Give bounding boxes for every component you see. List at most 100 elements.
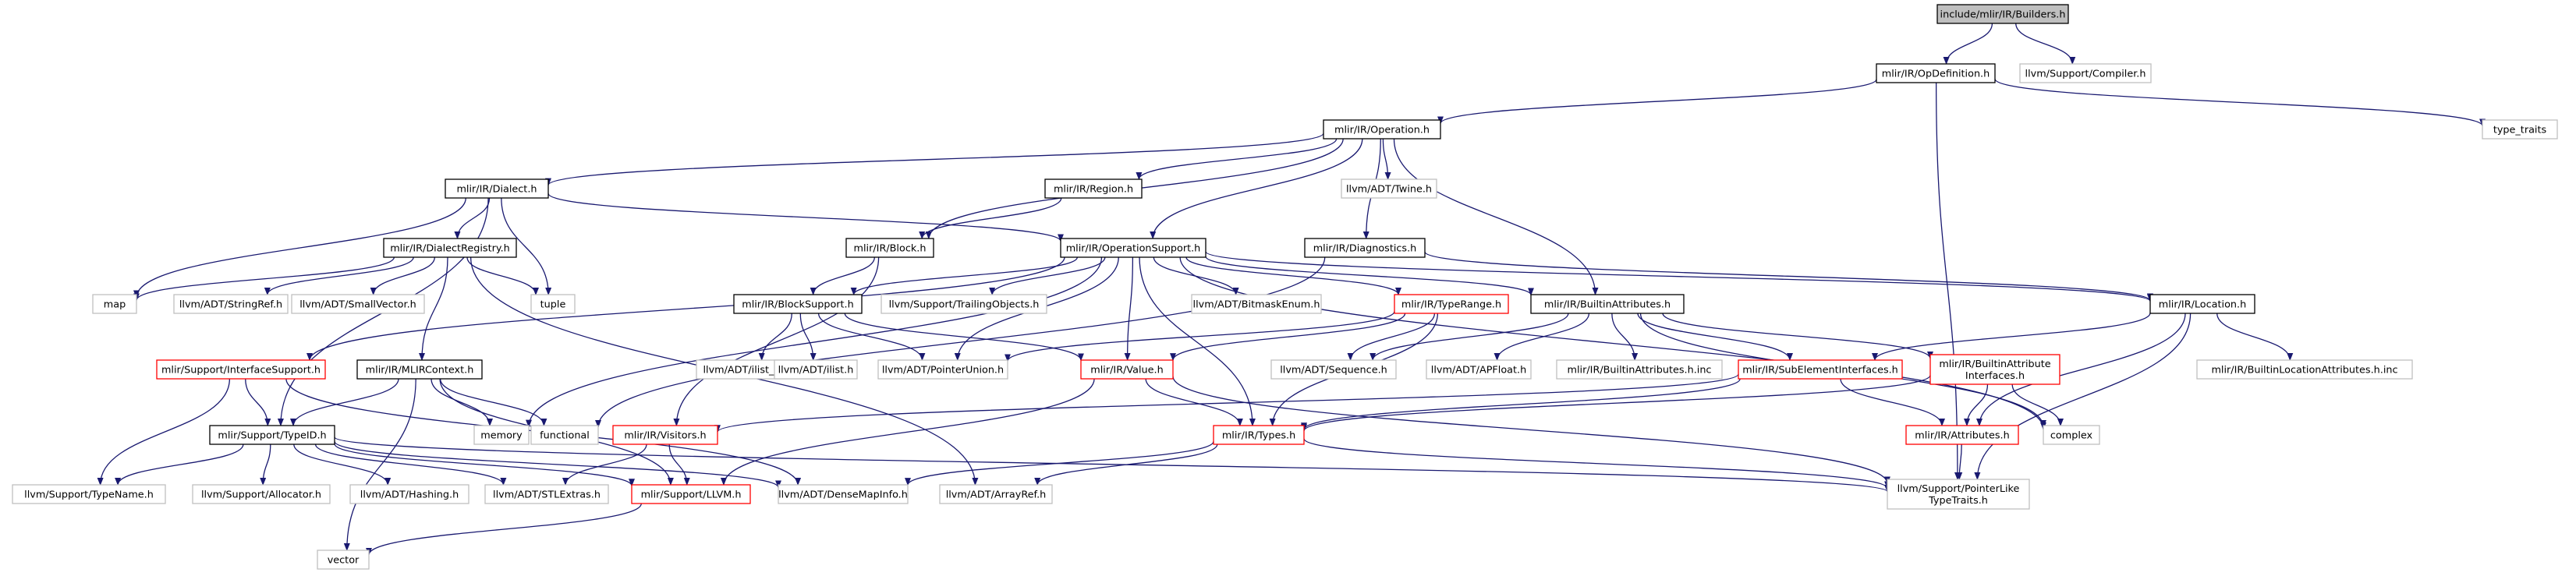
node-box bbox=[1936, 4, 2069, 24]
node-label: functional bbox=[540, 430, 590, 442]
edge-blocksupport-to-ilist bbox=[799, 313, 817, 361]
edge-builtinattrifaces-to-attributes bbox=[1964, 383, 1989, 426]
node-stlextras[interactable]: llvm/ADT/STLExtras.h bbox=[484, 484, 609, 504]
node-smallvector[interactable]: llvm/ADT/SmallVector.h bbox=[291, 294, 425, 314]
edge-dialectreg-to-mlircontext bbox=[419, 256, 448, 361]
node-compiler[interactable]: llvm/Support/Compiler.h bbox=[2019, 63, 2152, 83]
edge-mlircontext-to-vector bbox=[343, 378, 416, 551]
node-box bbox=[774, 359, 858, 380]
node-subelem[interactable]: mlir/IR/SubElementInterfaces.h bbox=[1738, 359, 1903, 380]
node-twine[interactable]: llvm/ADT/Twine.h bbox=[1341, 178, 1437, 199]
node-mlircontext[interactable]: mlir/IR/MLIRContext.h bbox=[356, 359, 483, 380]
node-visitors[interactable]: mlir/IR/Visitors.h bbox=[612, 425, 718, 445]
node-region[interactable]: mlir/IR/Region.h bbox=[1044, 178, 1143, 199]
node-box bbox=[1080, 359, 1174, 380]
node-label: mlir/IR/Diagnostics.h bbox=[1313, 243, 1417, 255]
node-label: mlir/IR/Attributes.h bbox=[1915, 430, 2009, 442]
node-ifacesupport[interactable]: mlir/Support/InterfaceSupport.h bbox=[156, 359, 326, 380]
node-type_traits[interactable]: type_traits bbox=[2482, 119, 2558, 140]
node-ilist[interactable]: llvm/ADT/ilist.h bbox=[774, 359, 858, 380]
node-blocksupport[interactable]: mlir/IR/BlockSupport.h bbox=[733, 294, 863, 314]
node-builtinlocinc[interactable]: mlir/IR/BuiltinLocationAttributes.h.inc bbox=[2196, 359, 2413, 380]
edge-dialectreg-to-stringref bbox=[264, 256, 414, 295]
node-typename[interactable]: llvm/Support/TypeName.h bbox=[12, 484, 166, 504]
edge-builtinattrifaces-to-types bbox=[1301, 375, 1931, 432]
node-trailingobjects[interactable]: llvm/Support/TrailingObjects.h bbox=[881, 294, 1047, 314]
node-label: mlir/IR/Dialect.h bbox=[456, 184, 537, 196]
node-types[interactable]: mlir/IR/Types.h bbox=[1213, 425, 1305, 445]
node-box bbox=[1304, 238, 1426, 258]
node-label: mlir/IR/Types.h bbox=[1222, 430, 1295, 442]
node-label: mlir/IR/Block.h bbox=[854, 243, 927, 255]
node-label: llvm/ADT/ilist.h bbox=[778, 365, 854, 376]
node-label: map bbox=[104, 299, 126, 311]
node-label: mlir/IR/Location.h bbox=[2159, 299, 2246, 311]
node-box bbox=[1887, 479, 2030, 510]
node-densemapinfo[interactable]: llvm/ADT/DenseMapInfo.h bbox=[778, 484, 909, 504]
edge-diagnostics-to-location bbox=[1424, 251, 2153, 302]
node-vector[interactable]: vector bbox=[317, 549, 370, 570]
node-box bbox=[939, 484, 1053, 504]
node-complex[interactable]: complex bbox=[2043, 425, 2100, 445]
node-tuple[interactable]: tuple bbox=[530, 294, 576, 314]
node-stringref[interactable]: llvm/ADT/StringRef.h bbox=[173, 294, 289, 314]
node-label: mlir/IR/Value.h bbox=[1090, 365, 1163, 376]
node-apfloat[interactable]: llvm/ADT/APFloat.h bbox=[1426, 359, 1532, 380]
node-box bbox=[2482, 119, 2558, 140]
edge-dialect-to-dialectreg bbox=[454, 197, 491, 239]
node-box bbox=[92, 294, 137, 314]
node-box bbox=[173, 294, 289, 314]
node-memory[interactable]: memory bbox=[473, 425, 530, 445]
node-pointerunion[interactable]: llvm/ADT/PointerUnion.h bbox=[877, 359, 1008, 380]
node-map[interactable]: map bbox=[92, 294, 137, 314]
node-value[interactable]: mlir/IR/Value.h bbox=[1080, 359, 1174, 380]
node-dialect[interactable]: mlir/IR/Dialect.h bbox=[445, 178, 549, 199]
edge-builtinattrs-to-builtinattrsinc bbox=[1611, 313, 1639, 361]
edge-opsupport-to-value bbox=[1124, 256, 1134, 361]
node-box bbox=[2149, 294, 2255, 314]
node-diagnostics[interactable]: mlir/IR/Diagnostics.h bbox=[1304, 238, 1426, 258]
node-hashing[interactable]: llvm/ADT/Hashing.h bbox=[349, 484, 469, 504]
edge-opdef-to-pointerliketypetraits bbox=[1935, 82, 1961, 480]
node-builtinattrsinc[interactable]: mlir/IR/BuiltinAttributes.h.inc bbox=[1556, 359, 1723, 380]
edge-builtinattrs-to-sequence bbox=[1369, 313, 1569, 361]
node-opdef[interactable]: mlir/IR/OpDefinition.h bbox=[1876, 63, 1996, 83]
edge-opdef-to-type_traits bbox=[1994, 78, 2486, 127]
node-box bbox=[317, 549, 370, 570]
node-allocator[interactable]: llvm/Support/Allocator.h bbox=[192, 484, 331, 504]
node-sequence[interactable]: llvm/ADT/Sequence.h bbox=[1270, 359, 1397, 380]
node-label: llvm/ADT/Sequence.h bbox=[1280, 365, 1387, 376]
edge-subelem-to-types bbox=[1301, 378, 1741, 431]
node-opsupport[interactable]: mlir/IR/OperationSupport.h bbox=[1060, 238, 1207, 258]
edge-operation-to-twine bbox=[1382, 138, 1391, 180]
edge-types-to-arrayref bbox=[1034, 443, 1218, 486]
edge-block-to-blocksupport bbox=[810, 256, 875, 295]
node-box bbox=[845, 238, 934, 258]
node-typeid[interactable]: mlir/Support/TypeID.h bbox=[209, 425, 335, 445]
node-typerange[interactable]: mlir/IR/TypeRange.h bbox=[1394, 294, 1509, 314]
node-dialectreg[interactable]: mlir/IR/DialectRegistry.h bbox=[383, 238, 517, 258]
edge-llvmh-to-vector bbox=[366, 503, 642, 556]
node-location[interactable]: mlir/IR/Location.h bbox=[2149, 294, 2255, 314]
node-label: mlir/IR/Visitors.h bbox=[624, 430, 706, 442]
node-label: llvm/ADT/SmallVector.h bbox=[299, 299, 416, 311]
node-box bbox=[356, 359, 483, 380]
node-box bbox=[530, 294, 576, 314]
node-bitmaskenum[interactable]: llvm/ADT/BitmaskEnum.h bbox=[1191, 294, 1322, 314]
node-label: mlir/Support/InterfaceSupport.h bbox=[161, 365, 321, 376]
node-attributes[interactable]: mlir/IR/Attributes.h bbox=[1905, 425, 2019, 445]
node-functional[interactable]: functional bbox=[530, 425, 599, 445]
node-block[interactable]: mlir/IR/Block.h bbox=[845, 238, 934, 258]
node-operation[interactable]: mlir/IR/Operation.h bbox=[1323, 119, 1441, 140]
node-box bbox=[1394, 294, 1509, 314]
edge-builders-to-opdef bbox=[1943, 23, 1993, 65]
node-llvmh[interactable]: mlir/Support/LLVM.h bbox=[631, 484, 751, 504]
node-arrayref[interactable]: llvm/ADT/ArrayRef.h bbox=[939, 484, 1053, 504]
edge-typeid-to-allocator bbox=[260, 443, 271, 486]
edge-typerange-to-sequence bbox=[1347, 313, 1436, 361]
node-box bbox=[484, 484, 609, 504]
node-box bbox=[1905, 425, 2019, 445]
node-builtinattrs[interactable]: mlir/IR/BuiltinAttributes.h bbox=[1530, 294, 1685, 314]
